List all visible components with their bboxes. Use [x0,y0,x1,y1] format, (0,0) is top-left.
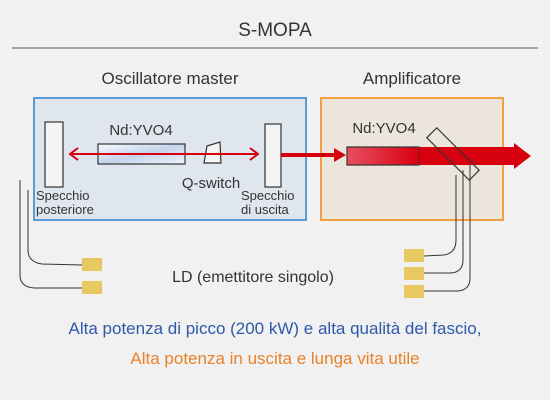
amplifier-ld-chip-2 [404,267,424,280]
cavity-beam-left-arrowhead [68,147,79,161]
oscillator-fiber-1 [27,190,83,266]
output-mirror [264,123,282,188]
oscillator-crystal-label: Nd:YVO4 [109,122,172,139]
qswitch-element [203,141,222,164]
amplifier-fiber-3 [424,165,471,292]
amplifier-crystal [346,146,420,166]
amplifier-heading: Amplificatore [363,69,461,88]
feature-line-1: Alta potenza di picco (200 kW) e alta qu… [69,319,482,338]
rear-mirror [44,121,64,188]
diagram-title: S-MOPA [238,20,312,41]
amplifier-ld-chip-1 [404,249,424,262]
amplifier-crystal-label: Nd:YVO4 [352,120,415,137]
cavity-beam-right-arrowhead [249,147,260,161]
amplifier-pump-mirror [425,126,481,182]
amplifier-fiber-2 [424,170,464,274]
amplifier-ld-chip-3 [404,285,424,298]
amplifier-fiber-1 [423,175,457,257]
ld-label: LD (emettitore singolo) [172,269,334,286]
amplified-beam [419,143,531,169]
output-mirror-label-line2: di uscita [241,202,289,217]
oscillator-ld-chip-2 [82,281,102,294]
oscillator-ld-chip-1 [82,258,102,271]
output-beam-arrowhead [334,148,346,162]
feature-line-2: Alta potenza in uscita e lunga vita util… [130,349,419,368]
oscillator-heading: Oscillatore master [102,69,239,88]
oscillator-fiber-2 [19,180,82,289]
qswitch-label: Q-switch [182,175,240,192]
output-mirror-label-line1: Specchio [241,188,294,203]
rear-mirror-label-line2: posteriore [36,202,94,217]
rear-mirror-label-line1: Specchio [36,188,89,203]
